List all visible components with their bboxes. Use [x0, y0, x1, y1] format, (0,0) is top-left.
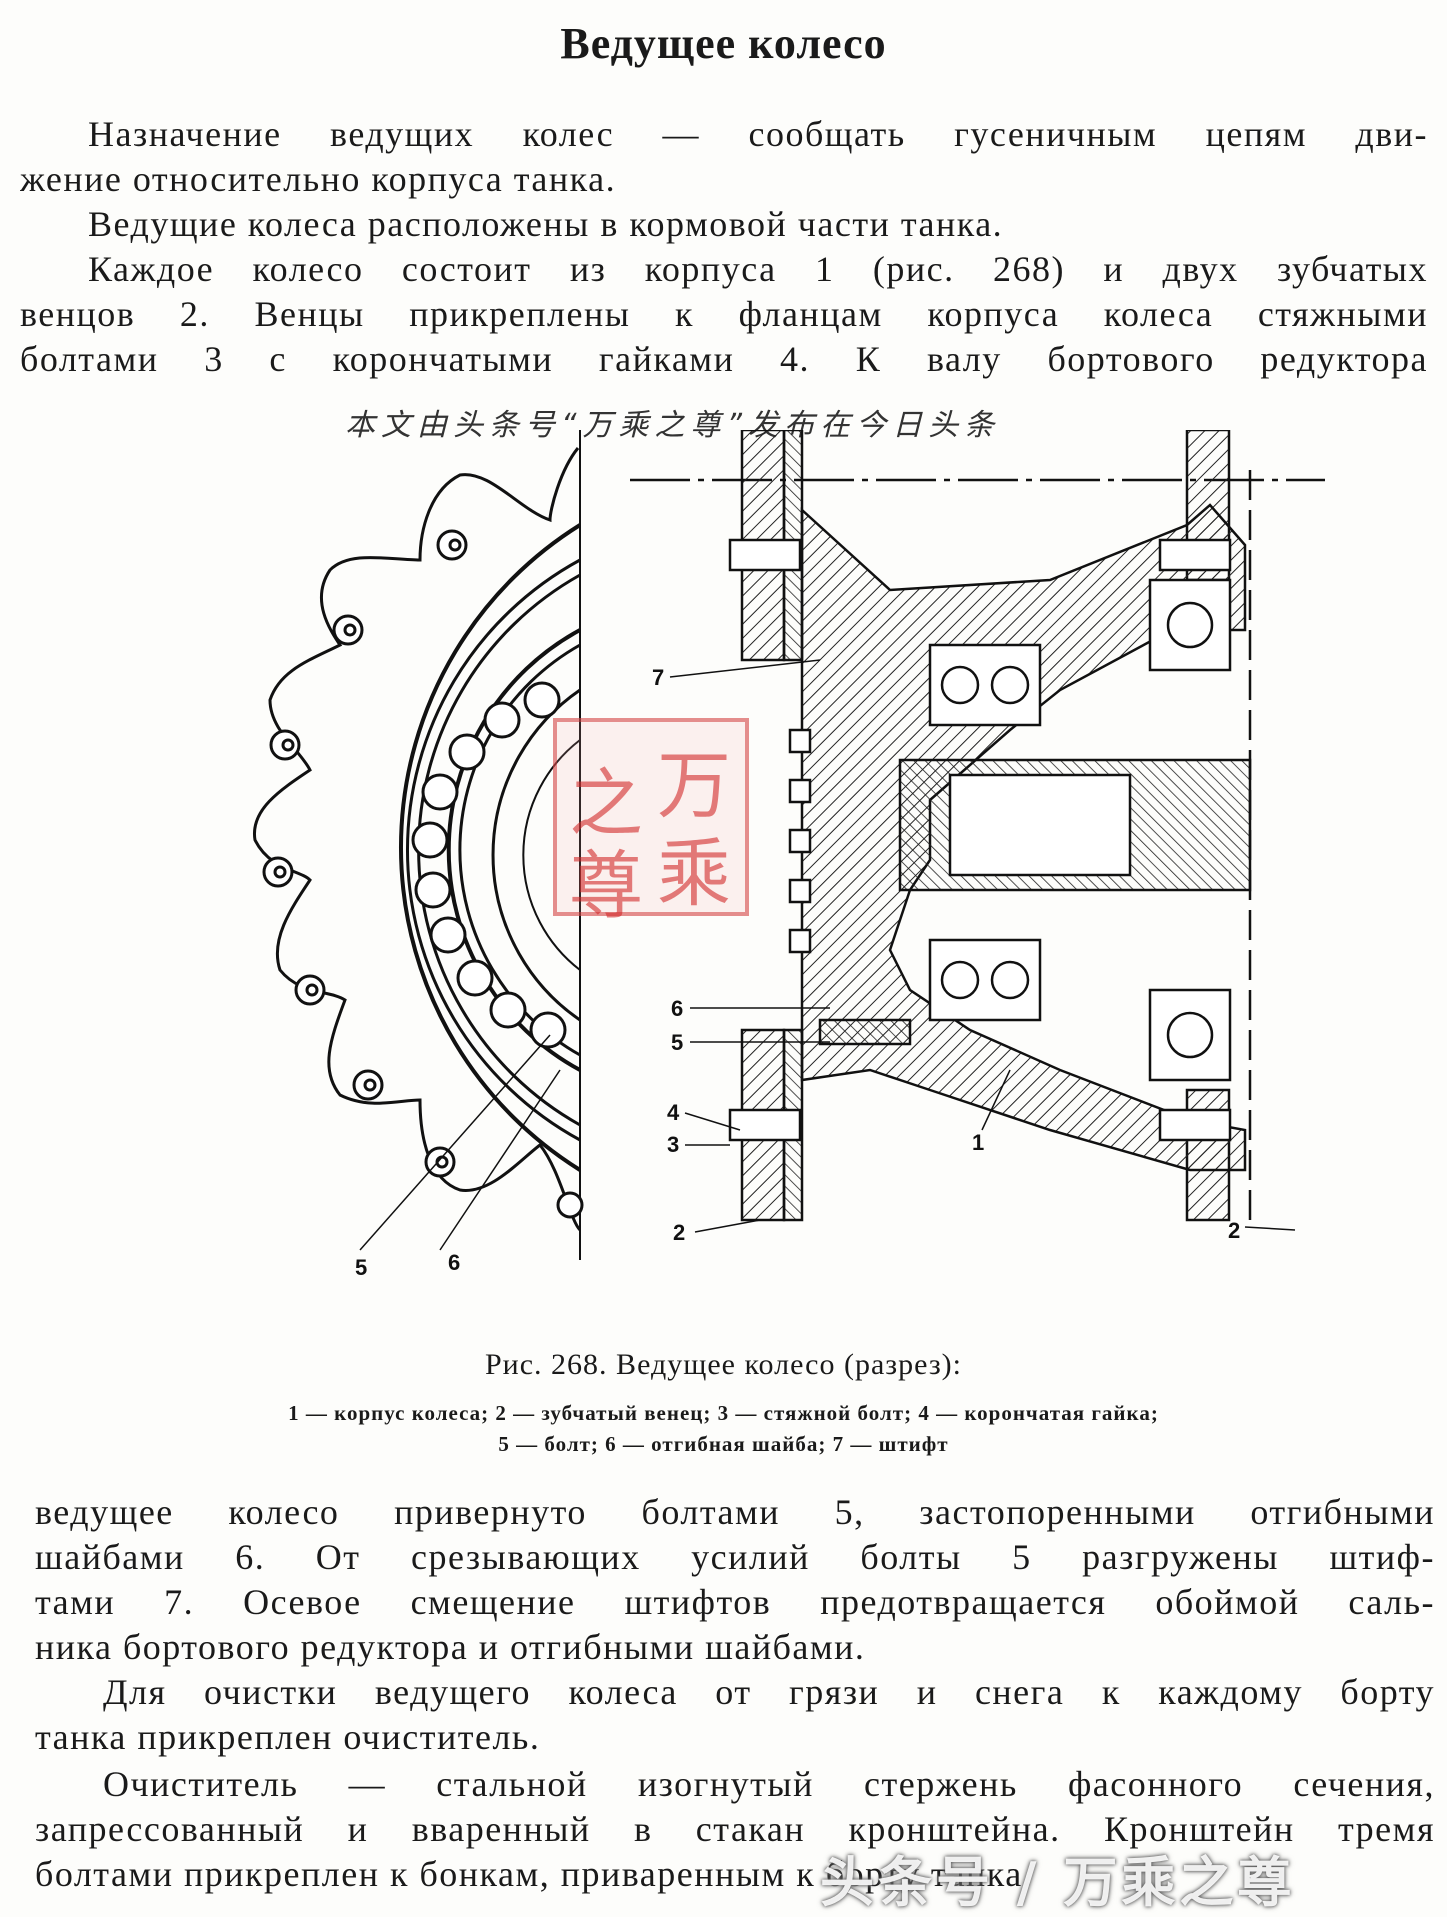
callout-2-right: 2: [1228, 1218, 1240, 1243]
text-line: болтами 3 с корончатыми гайками 4. К вал…: [20, 339, 1428, 379]
figure-caption: Рис. 268. Ведущее колесо (разрез):: [485, 1348, 962, 1381]
drive-wheel-drawing: 7 6 5 4 3 2 1 2 5 6: [252, 430, 1325, 1280]
text-line: Очиститель — стальной изогнутый стержень…: [103, 1764, 1435, 1804]
sprocket-cross-section: [630, 430, 1325, 1230]
callout-5: 5: [671, 1030, 683, 1055]
text-line: ведущее колесо привернуто болтами 5, зас…: [35, 1492, 1435, 1532]
text-line: Каждое колесо состоит из корпуса 1 (рис.…: [88, 249, 1428, 289]
callout-labels: [669, 659, 1296, 1233]
callout-4: 4: [667, 1100, 680, 1125]
legend-line: 5 — болт; 6 — отгибная шайба; 7 — штифт: [498, 1432, 949, 1456]
watermark-text: 本文由头条号“万乘之尊”发布在今日头条: [345, 408, 1001, 443]
text-line: Ведущие колеса расположены в кормовой ча…: [88, 204, 1004, 244]
callout-6-face: 6: [448, 1250, 460, 1275]
callout-2-left: 2: [673, 1220, 685, 1245]
stamp-char: 万: [657, 743, 731, 829]
paragraph-cleaner: Очиститель — стальной изогнутый стержень…: [35, 1762, 1435, 1897]
figure-legend: 1 — корпус колеса; 2 — зубчатый венец; 3…: [0, 1398, 1447, 1460]
callout-7: 7: [652, 665, 664, 690]
text-line: венцов 2. Венцы прикреплены к фланцам ко…: [20, 294, 1428, 334]
text-line: Назначение ведущих колес — сообщать гусе…: [88, 114, 1428, 154]
paragraph-purpose: Назначение ведущих колес — сообщать гусе…: [20, 112, 1428, 202]
stamp-char: 尊: [569, 843, 643, 929]
callout-3: 3: [667, 1132, 679, 1157]
text-line: тами 7. Осевое смещение штифтов предотвр…: [35, 1582, 1435, 1622]
page-title: Ведущее колесо: [560, 19, 887, 68]
hub-bolts: [411, 681, 567, 1049]
paragraph-bolts: ведущее колесо привернуто болтами 5, зас…: [35, 1490, 1435, 1670]
watermark-overlay: 头条号 / 万乘之尊: [820, 1851, 1296, 1914]
callout-5-face: 5: [355, 1255, 367, 1280]
text-line: ника бортового редуктора и отгибными шай…: [35, 1627, 866, 1667]
text-line: Для очистки ведущего колеса от грязи и с…: [103, 1672, 1435, 1712]
stamp-char: 之: [569, 761, 643, 847]
text-line: шайбами 6. От срезывающих усилий болты 5…: [35, 1537, 1435, 1577]
callout-1: 1: [972, 1130, 984, 1155]
red-seal-stamp: 万 之 乘 尊: [553, 718, 749, 929]
text-line: болтами прикреплен к бонкам, приваренным…: [35, 1854, 1034, 1894]
callout-6: 6: [671, 996, 683, 1021]
paragraph-construction: Каждое колесо состоит из корпуса 1 (рис.…: [20, 247, 1428, 382]
text-line: танка прикреплен очиститель.: [35, 1717, 541, 1757]
stamp-char: 乘: [657, 831, 731, 917]
paragraph-cleaning: Для очистки ведущего колеса от грязи и с…: [35, 1670, 1435, 1760]
legend-line: 1 — корпус колеса; 2 — зубчатый венец; 3…: [288, 1401, 1159, 1425]
paragraph-location: Ведущие колеса расположены в кормовой ча…: [20, 202, 1428, 247]
ring-bolts: [262, 529, 584, 1219]
text-line: запрессованный и вваренный в стакан крон…: [35, 1809, 1435, 1849]
text-line: жение относительно корпуса танка.: [20, 159, 617, 199]
